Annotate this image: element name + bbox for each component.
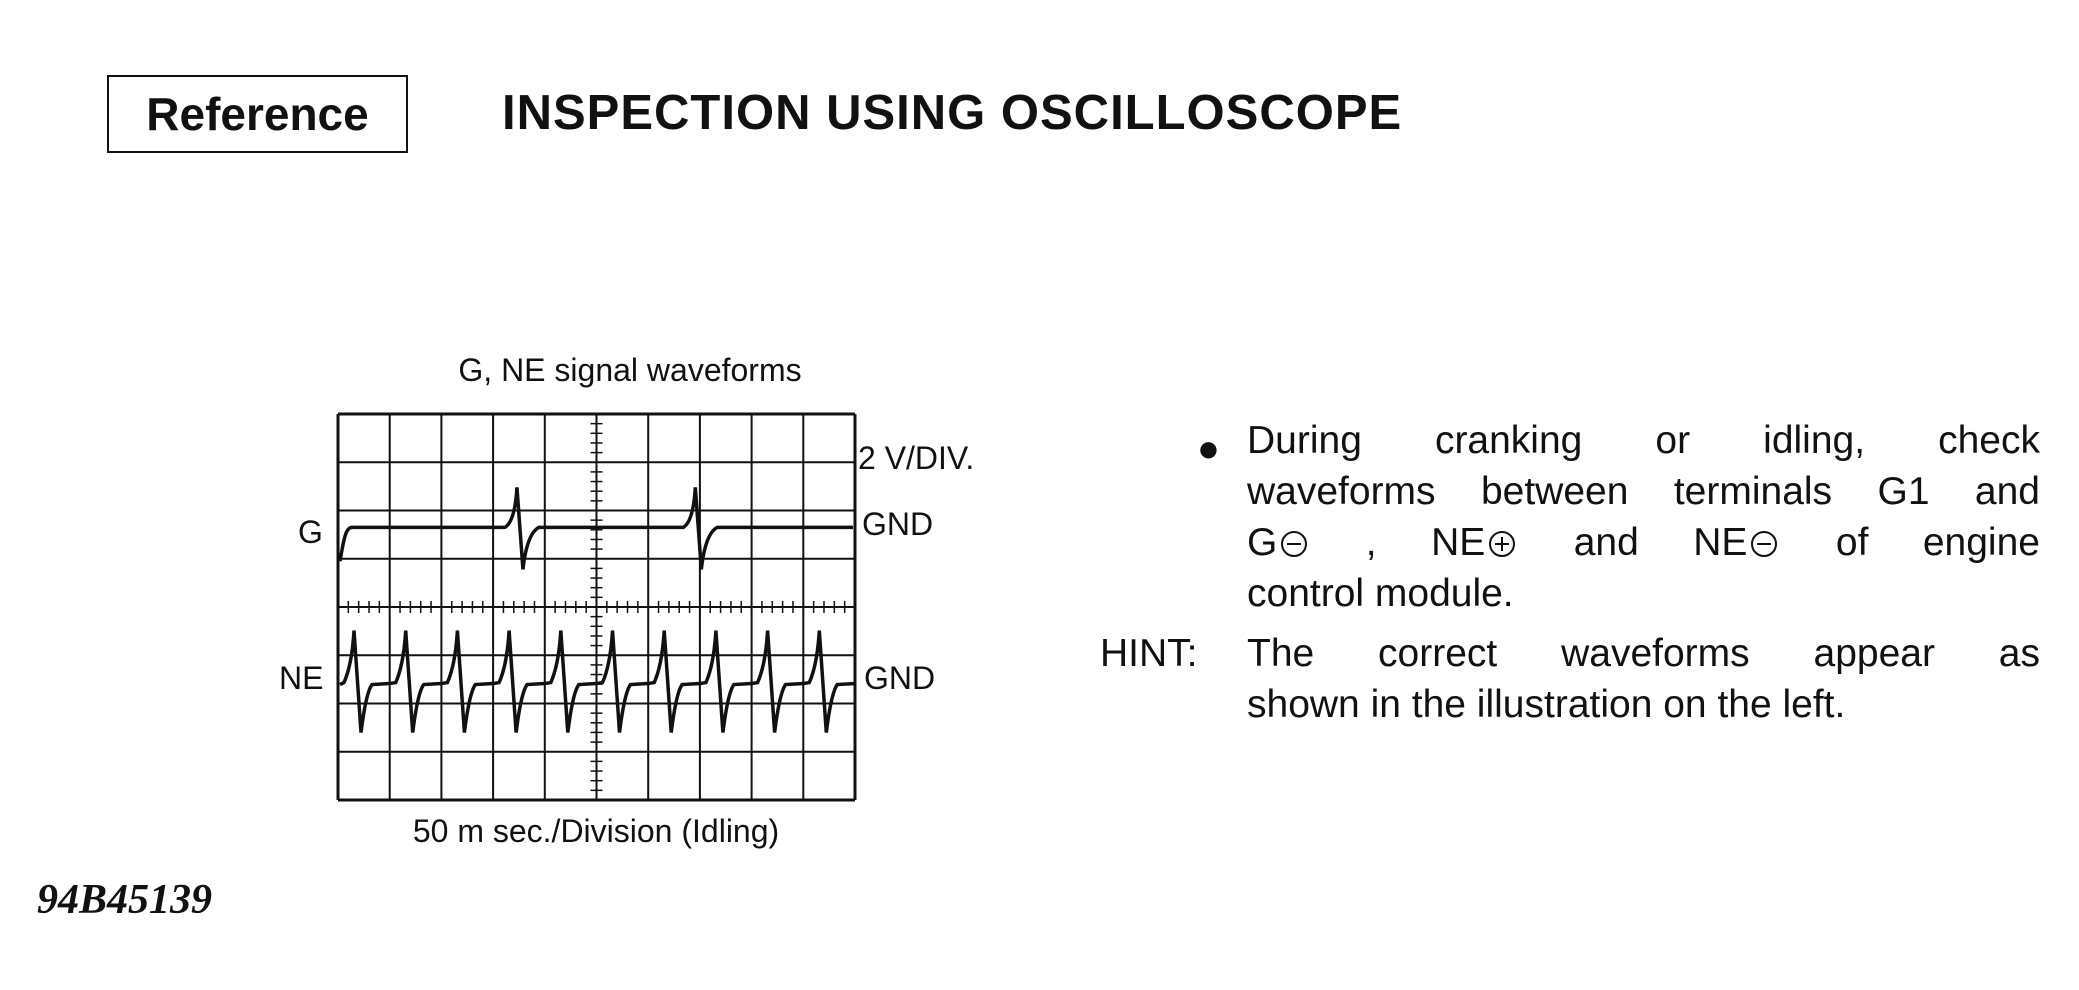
- minus-circle-icon: [1751, 531, 1778, 557]
- ne-ground-label: GND: [864, 660, 936, 696]
- hint-label: HINT:: [1100, 632, 1198, 675]
- scale-label: 2 V/DIV.: [858, 440, 975, 476]
- g-ground-label: GND: [862, 506, 934, 542]
- terminal-ne: , NE: [1365, 521, 1486, 564]
- bullet-line: waveforms between terminals G1 and: [1247, 470, 2040, 513]
- ne-signal-waveform: [339, 630, 856, 733]
- terminal-and-ne: and NE: [1573, 521, 1748, 564]
- figure-title: G, NE signal waveforms: [458, 352, 802, 388]
- minus-circle-icon: [1281, 531, 1308, 557]
- bullet-icon: ●: [1197, 428, 1220, 470]
- hint-paragraph: The correct waveforms appear as shown in…: [1247, 628, 2040, 730]
- ne-signal-label: NE: [279, 660, 324, 696]
- g-signal-waveform: [338, 487, 853, 570]
- terminal-suffix: of engine: [1835, 521, 2040, 564]
- figure-caption: 50 m sec./Division (Idling): [412, 813, 780, 849]
- terminal-g: G: [1247, 521, 1278, 564]
- page-title: INSPECTION USING OSCILLOSCOPE: [502, 86, 1403, 140]
- hint-line: The correct waveforms appear as: [1247, 632, 2040, 675]
- reference-label: Reference: [107, 75, 408, 153]
- bullet-line: control module.: [1247, 572, 1514, 615]
- bullet-line: G , NE and NE of engine: [1247, 517, 2040, 568]
- hint-line: shown in the illustration on the left.: [1247, 683, 1846, 726]
- plus-circle-icon: [1489, 531, 1516, 557]
- g-signal-label: G: [298, 514, 323, 550]
- figure-id: 94B45139: [37, 877, 213, 923]
- oscilloscope-grid: [336, 412, 857, 802]
- bullet-line: During cranking or idling, check: [1247, 419, 2040, 462]
- bullet-paragraph: During cranking or idling, check wavefor…: [1247, 415, 2040, 619]
